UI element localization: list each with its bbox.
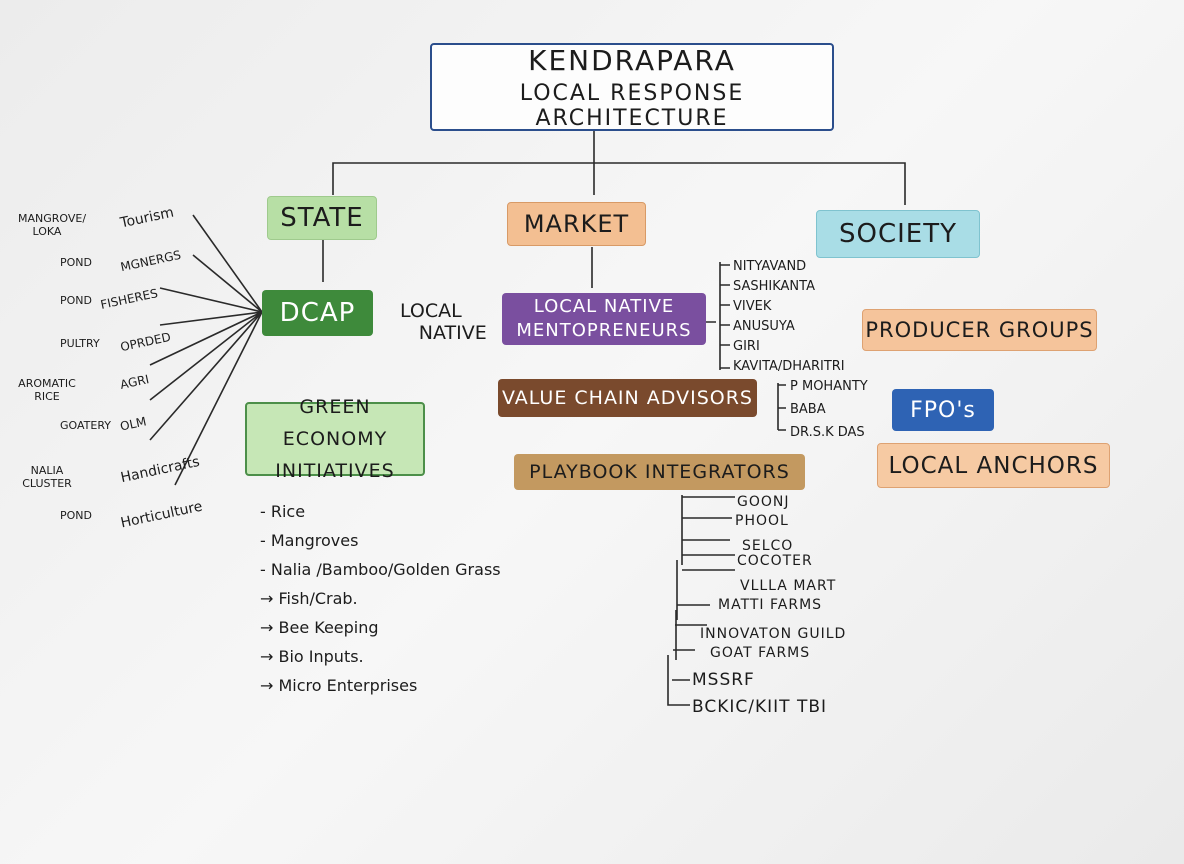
integrator-name: GOAT FARMS	[710, 645, 811, 661]
dcap-link-source: POND	[60, 509, 92, 522]
market-box: MARKET	[507, 202, 646, 246]
integrator-name: GOONJ	[737, 494, 790, 510]
dcap-link-source: MANGROVE/ LOKA	[18, 212, 87, 238]
playbook-integrators-box: PLAYBOOK INTEGRATORS	[514, 454, 805, 490]
title-line2: LOCAL RESPONSE ARCHITECTURE	[519, 80, 745, 131]
integrator-name: VLLLA MART	[740, 578, 837, 594]
producer-groups-box: PRODUCER GROUPS	[862, 309, 1097, 351]
mentopreneurs-box: LOCAL NATIVE MENTOPRENEURS	[502, 293, 706, 345]
mentopreneur-name: VIVEK	[733, 299, 772, 314]
integrator-name: MATTI FARMS	[718, 597, 823, 613]
green-economy-item: - Mangroves	[260, 531, 359, 550]
green-economy-item: - Nalia /Bamboo/Golden Grass	[260, 560, 501, 579]
fpos-box: FPO's	[892, 389, 994, 431]
local-label: LOCAL	[400, 300, 462, 322]
green-economy-item: → Micro Enterprises	[260, 676, 418, 695]
dcap-link-source: PULTRY	[60, 337, 100, 350]
local-anchors-box: LOCAL ANCHORS	[877, 443, 1110, 488]
integrator-name: BCKIC/KIIT TBI	[692, 697, 828, 717]
dcap-link-source: POND	[60, 256, 92, 269]
integrator-name: MSSRF	[692, 670, 755, 690]
green-economy-item: → Bee Keeping	[260, 618, 379, 637]
integrator-name: INNOVATON GUILD	[700, 626, 847, 642]
dcap-box: DCAP	[262, 290, 373, 336]
title-box: KENDRAPARA LOCAL RESPONSE ARCHITECTURE	[430, 43, 834, 131]
advisor-name: DR.S.K DAS	[790, 425, 865, 440]
native-label: NATIVE	[418, 322, 487, 344]
green-economy-item: → Fish/Crab.	[260, 589, 358, 608]
advisor-names: P MOHANTY BABA DR.S.K DAS	[790, 375, 868, 444]
dcap-link-source: NALIA CLUSTER	[22, 464, 72, 490]
integrator-name: COCOTER	[737, 553, 813, 569]
dcap-link-source: POND	[60, 294, 92, 307]
integrator-name: SELCO	[742, 538, 794, 554]
value-chain-advisors-box: VALUE CHAIN ADVISORS	[498, 379, 757, 417]
mentopreneur-name: ANUSUYA	[733, 319, 795, 334]
state-box: STATE	[267, 196, 377, 240]
advisor-name: BABA	[790, 402, 826, 417]
local-native-label: LOCAL NATIVE	[400, 300, 487, 344]
mentopreneur-names: NITYAVAND SASHIKANTA VIVEK ANUSUYA GIRI KAVIT…	[733, 257, 845, 377]
green-economy-box: GREEN ECONOMY INITIATIVES	[245, 396, 425, 482]
green-economy-item: - Rice	[260, 502, 306, 521]
society-box: SOCIETY	[816, 210, 980, 258]
green-economy-list: - Rice - Mangroves - Nalia /Bamboo/Golden …	[260, 497, 501, 700]
mentopreneur-name: SASHIKANTA	[733, 279, 815, 294]
advisor-name: P MOHANTY	[790, 379, 868, 394]
mentopreneur-name: KAVITA/DHARITRI	[733, 359, 845, 374]
green-economy-title: GREEN ECONOMY INITIATIVES	[275, 396, 395, 482]
mentopreneur-name: GIRI	[733, 339, 760, 354]
title-line1: KENDRAPARA	[528, 43, 736, 77]
mentopreneur-name: NITYAVAND	[733, 259, 807, 274]
green-economy-item: → Bio Inputs.	[260, 647, 364, 666]
dcap-link-source: AROMATIC RICE	[18, 377, 76, 403]
integrator-name: PHOOL	[735, 513, 789, 529]
dcap-link-source: GOATERY	[60, 419, 111, 432]
